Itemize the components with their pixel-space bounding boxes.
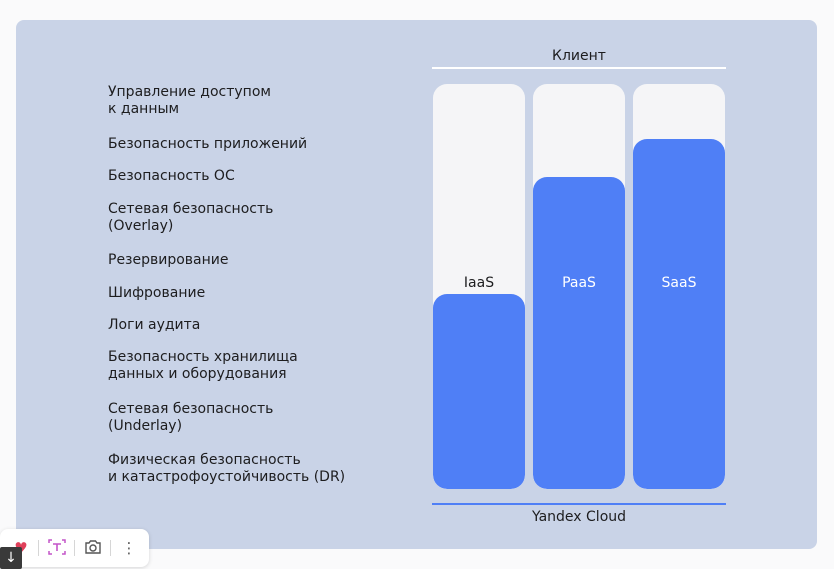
scroll-down-button[interactable]: ↓ <box>0 547 22 569</box>
model-column-saas: SaaS <box>633 84 725 489</box>
layer-label: Безопасность ОС <box>108 168 235 184</box>
layer-label: Безопасность хранилища данных и оборудов… <box>108 349 298 382</box>
image-toolbar: ♥ ⋮ <box>0 529 149 567</box>
text-recognition-icon[interactable] <box>46 537 68 559</box>
toolbar-separator <box>74 540 75 556</box>
provider-divider <box>432 503 726 505</box>
camera-icon[interactable] <box>82 537 104 559</box>
layer-label: Физическая безопасность и катастрофоусто… <box>108 452 346 485</box>
layer-label: Резервирование <box>108 252 229 268</box>
provider-fill <box>433 294 525 489</box>
layer-label: Сетевая безопасность (Overlay) <box>108 201 274 234</box>
client-divider <box>432 67 726 69</box>
layer-label: Управление доступом к данным <box>108 84 271 117</box>
provider-footer: Yandex Cloud <box>531 509 627 525</box>
toolbar-separator <box>38 540 39 556</box>
provider-fill <box>533 177 625 489</box>
more-vertical-icon[interactable]: ⋮ <box>121 539 137 557</box>
provider-fill <box>633 139 725 489</box>
layer-label: Безопасность приложений <box>108 136 308 152</box>
layer-label: Шифрование <box>108 285 206 301</box>
camera-icon-svg <box>85 540 101 554</box>
client-header: Клиент <box>552 48 606 64</box>
model-name: IaaS <box>463 275 495 291</box>
toolbar-separator <box>110 540 111 556</box>
model-name: PaaS <box>562 275 596 291</box>
model-column-iaas: IaaS <box>433 84 525 489</box>
layer-label: Логи аудита <box>108 317 201 333</box>
model-column-paas: PaaS <box>533 84 625 489</box>
text-recognition-icon-svg <box>48 539 66 555</box>
model-name: SaaS <box>661 275 697 291</box>
layer-label: Сетевая безопасность (Underlay) <box>108 401 274 434</box>
